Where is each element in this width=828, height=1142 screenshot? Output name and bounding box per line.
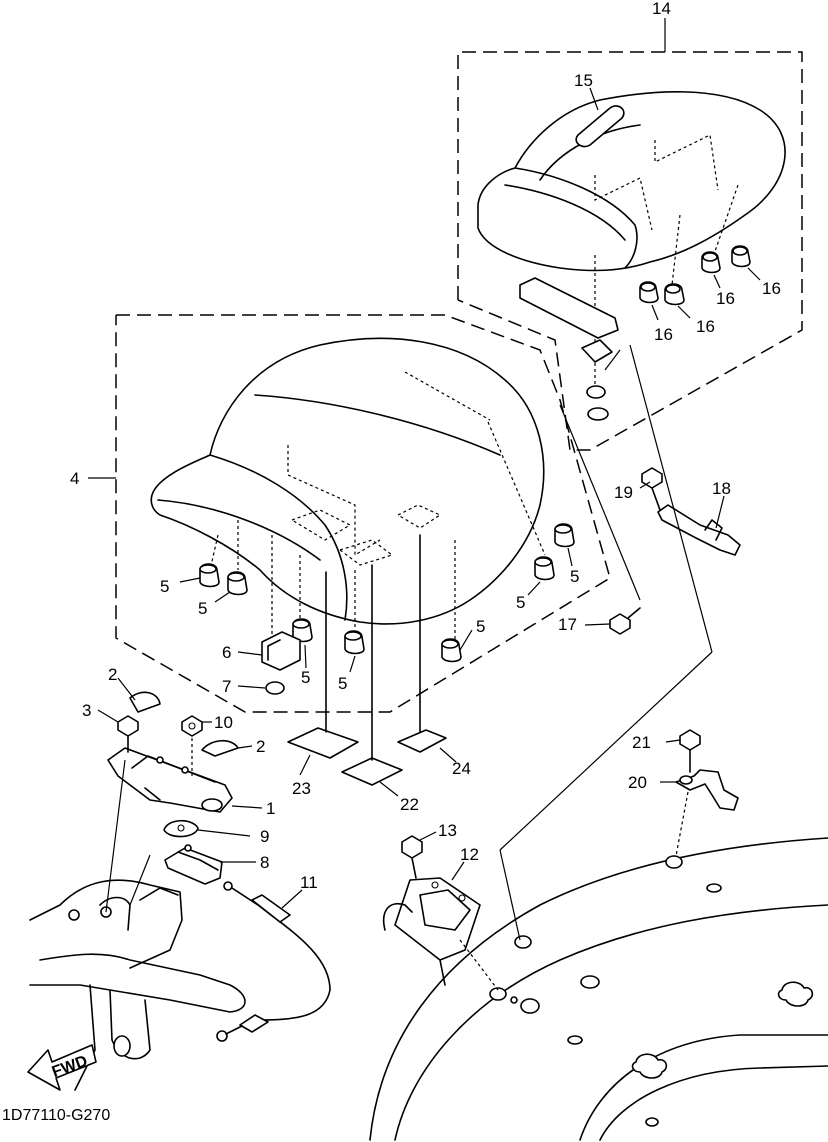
seat-bracket xyxy=(237,631,301,671)
rear-seat-dotted-lines xyxy=(594,134,739,385)
front-seat-group-boundary xyxy=(88,314,611,713)
callout-5-a: 5 xyxy=(160,577,169,596)
callout-3: 3 xyxy=(82,701,91,720)
reference-lines xyxy=(499,344,713,941)
hook-18 xyxy=(657,495,741,556)
nut-10 xyxy=(181,715,212,776)
callout-10: 10 xyxy=(214,713,233,732)
callout-1: 1 xyxy=(266,799,275,818)
callout-16-d: 16 xyxy=(762,279,781,298)
bolt-17 xyxy=(584,607,641,635)
front-dampers xyxy=(179,523,575,673)
callout-21: 21 xyxy=(632,733,651,752)
callout-6: 6 xyxy=(222,643,231,662)
frame xyxy=(29,759,246,1091)
callout-4: 4 xyxy=(70,469,79,488)
bolt-3 xyxy=(97,709,139,753)
seat-lock-cable xyxy=(216,881,331,1042)
callout-2-right: 2 xyxy=(256,737,265,756)
front-seat-dotted-lines xyxy=(209,371,546,640)
callout-11: 11 xyxy=(300,873,318,892)
tape-23 xyxy=(287,571,359,776)
callout-5-c: 5 xyxy=(301,668,310,687)
spacer-9 xyxy=(163,819,251,838)
callout-20: 20 xyxy=(628,773,647,792)
tape-24 xyxy=(397,534,457,763)
callout-5-d: 5 xyxy=(338,674,347,693)
rear-seat-bracket xyxy=(519,277,619,421)
callout-16-b: 16 xyxy=(696,317,715,336)
callout-17: 17 xyxy=(558,615,577,634)
callout-9: 9 xyxy=(260,827,269,846)
guide-plate-right xyxy=(201,739,253,757)
seat-lock-bracket xyxy=(107,747,263,813)
grab-strap xyxy=(575,87,625,148)
drawing-code: 1D77110-G270 xyxy=(2,1107,110,1124)
fwd-arrow: FWD xyxy=(27,1044,97,1091)
bolt-13 xyxy=(401,831,437,879)
callout-22: 22 xyxy=(400,795,419,814)
callout-14: 14 xyxy=(652,0,671,18)
callout-5-b: 5 xyxy=(198,599,207,618)
collar xyxy=(237,681,285,695)
rear-dampers xyxy=(639,245,761,321)
callout-8: 8 xyxy=(260,853,269,872)
callout-12: 12 xyxy=(460,845,479,864)
fwd-label: FWD xyxy=(50,1053,90,1081)
tape-22 xyxy=(341,564,403,797)
seat-lock-assembly xyxy=(383,861,499,991)
callout-15: 15 xyxy=(574,71,593,90)
callout-2-left: 2 xyxy=(108,665,117,684)
front-seat xyxy=(150,337,545,625)
callout-7: 7 xyxy=(222,677,231,696)
guide-plate-left xyxy=(117,677,161,713)
callout-19: 19 xyxy=(614,483,633,502)
callout-16-c: 16 xyxy=(716,289,735,308)
callout-5-g: 5 xyxy=(570,567,579,586)
callout-5-f: 5 xyxy=(516,593,525,612)
rear-fender xyxy=(369,837,828,1141)
lock-8 xyxy=(164,844,256,885)
callout-13: 13 xyxy=(438,821,457,840)
callouts: 1 2 2 3 4 5 5 5 5 5 5 5 6 7 8 9 10 11 12… xyxy=(70,0,781,892)
callout-18: 18 xyxy=(712,479,731,498)
callout-23: 23 xyxy=(292,779,311,798)
callout-16-a: 16 xyxy=(654,325,673,344)
rear-seat-group-boundary xyxy=(457,18,803,451)
hook-20 xyxy=(660,769,739,811)
callout-24: 24 xyxy=(452,759,471,778)
bolt-21 xyxy=(665,729,701,857)
rear-seat xyxy=(477,91,786,272)
callout-5-e: 5 xyxy=(476,617,485,636)
bolt-19 xyxy=(639,467,663,511)
